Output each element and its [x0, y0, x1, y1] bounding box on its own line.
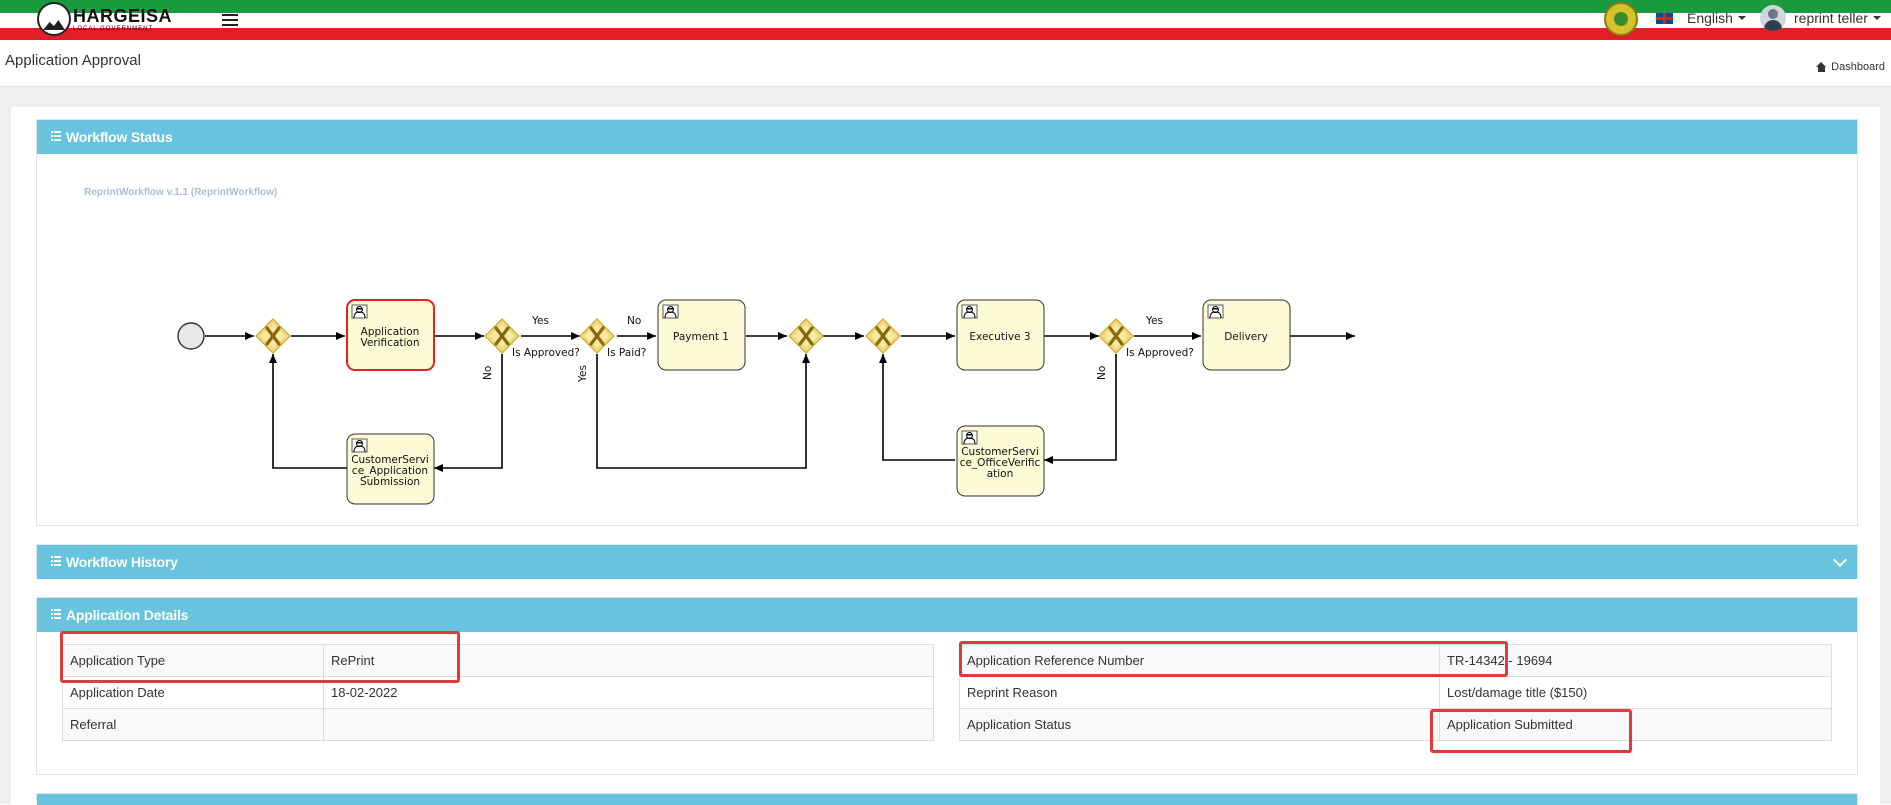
table-row: Application Reference Number TR-14342 - … — [959, 644, 1832, 677]
table-row: Application Type RePrint — [62, 644, 934, 677]
next-panel-header — [37, 794, 1857, 805]
detail-value: RePrint — [323, 644, 934, 677]
chevron-down-icon[interactable] — [1832, 552, 1848, 568]
workflow-history-panel[interactable]: Workflow History — [36, 544, 1858, 579]
hamburger-icon[interactable] — [222, 14, 238, 26]
workflow-status-header: Workflow Status — [37, 120, 1857, 154]
workflow-status-title: Workflow Status — [66, 129, 173, 145]
highlight-box-application-status — [1430, 709, 1632, 753]
list-icon — [51, 608, 61, 619]
detail-value: Lost/damage title ($150) — [1439, 676, 1832, 709]
workflow-diagram-title: ReprintWorkflow v.1.1 (ReprintWorkflow) — [84, 187, 278, 198]
highlight-box-application-type — [60, 631, 460, 683]
flag-stripe-white — [0, 13, 1891, 28]
detail-value — [323, 708, 934, 741]
language-label: English — [1687, 10, 1733, 26]
table-row: Referral — [62, 708, 934, 741]
table-row: Application Status Application Submitted — [959, 708, 1832, 741]
workflow-status-panel: Workflow Status — [36, 119, 1858, 526]
detail-label: Reprint Reason — [959, 676, 1440, 709]
detail-label: Application Type — [62, 644, 324, 677]
application-details-left-table: Application Type RePrint Application Dat… — [62, 644, 934, 741]
table-row: Reprint Reason Lost/damage title ($150) — [959, 676, 1832, 709]
user-menu[interactable]: reprint teller — [1760, 5, 1881, 31]
page-title-bar: Application Approval Dashboard — [0, 40, 1891, 87]
logo-title: HARGEISA — [73, 5, 173, 26]
flag-stripe-green — [0, 0, 1891, 13]
workflow-history-header[interactable]: Workflow History — [37, 545, 1857, 579]
application-details-right-table: Application Reference Number TR-14342 - … — [959, 644, 1832, 741]
list-icon — [51, 555, 61, 566]
logo-subtitle: LOCAL GOVERNMENT — [73, 25, 154, 32]
home-icon — [1816, 62, 1827, 72]
list-icon — [51, 130, 61, 141]
detail-value: TR-14342 - 19694 — [1439, 644, 1832, 677]
seal-icon — [1604, 2, 1638, 36]
user-avatar-icon — [1760, 5, 1786, 31]
uk-flag-icon — [1656, 12, 1673, 24]
breadcrumb-dashboard[interactable]: Dashboard — [1831, 61, 1885, 73]
caret-down-icon — [1737, 16, 1746, 20]
highlight-box-reference-number — [959, 641, 1508, 677]
detail-label: Application Reference Number — [959, 644, 1440, 677]
detail-label: Application Status — [959, 708, 1440, 741]
workflow-history-title: Workflow History — [66, 554, 178, 570]
application-details-header: Application Details — [37, 598, 1857, 632]
next-panel — [36, 793, 1858, 805]
breadcrumb[interactable]: Dashboard — [1816, 61, 1885, 73]
flag-stripe-red — [0, 28, 1891, 40]
caret-down-icon — [1872, 16, 1881, 20]
application-details-title: Application Details — [66, 607, 189, 623]
page-title: Application Approval — [5, 52, 141, 69]
detail-value: Application Submitted — [1439, 708, 1832, 741]
user-name: reprint teller — [1794, 10, 1868, 26]
logo-emblem-icon — [37, 2, 71, 36]
detail-label: Referral — [62, 708, 324, 741]
site-logo[interactable]: HARGEISA LOCAL GOVERNMENT — [37, 2, 172, 36]
language-selector[interactable]: English — [1656, 10, 1746, 26]
